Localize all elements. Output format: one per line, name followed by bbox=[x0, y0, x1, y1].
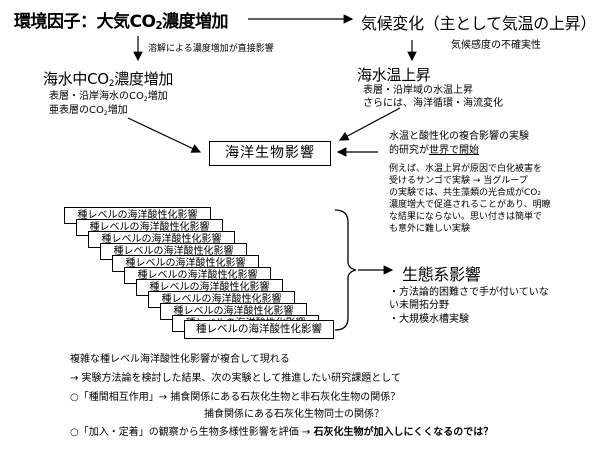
bottom-line2: → 実験方法論を検討した結果、次の実験として推進したい研究課題として bbox=[70, 373, 401, 384]
example-note-line: 例えば、水温上昇が原因で白化被害を bbox=[389, 164, 543, 174]
sea-temp-line2: さらには、海洋循環・海流変化 bbox=[363, 98, 503, 109]
example-note-line: な結果にならない。思い付きは簡単で bbox=[389, 212, 543, 222]
example-note-line: 受けるサンゴで実験 → 当グループ bbox=[389, 176, 528, 186]
example-note-line: も意外に難しい実験 bbox=[389, 224, 471, 234]
climate-change-title: 気候変化（主として気温の上昇） bbox=[361, 14, 597, 33]
arrow-right-to-center bbox=[338, 107, 401, 141]
ecosystem-line1: ・方法論的困難さで手が付いていな bbox=[389, 287, 549, 298]
example-note: 例えば、水温上昇が原因で白化被害を 受けるサンゴで実験 → 当グループ の実験で… bbox=[389, 163, 551, 235]
sea-temp-line1: 表層・沿岸域の水温上昇 bbox=[363, 85, 473, 96]
ecosystem-line3: ・大規模水槽実験 bbox=[389, 314, 469, 325]
bottom-line5: ○「加入・定着」の観察から生物多様性影響を評価 → 石灰化生物が加入しにくくなる… bbox=[70, 427, 494, 438]
bottom-line4: 捕食関係にある石灰化生物同士の関係？ bbox=[204, 409, 384, 420]
seawater-co2-title: 海水中CO2濃度増加 bbox=[43, 70, 174, 89]
ecosystem-line2: い未開拓分野 bbox=[389, 300, 449, 311]
curly-brace bbox=[334, 209, 357, 331]
dissolution-note: 溶解による濃度増加が直接影響 bbox=[148, 44, 274, 54]
species-impact-card: 種レベルの海洋酸性化影響 bbox=[184, 320, 334, 339]
ecosystem-title: 生態系影響 bbox=[402, 265, 481, 284]
bottom-line3: ○「種間相互作用」→ 捕食関係にある石灰化生物と非石灰化生物の関係？ bbox=[70, 392, 401, 403]
arrow-left-to-center bbox=[127, 117, 202, 153]
climate-sensitivity-note: 気候感度の不確実性 bbox=[451, 40, 541, 51]
marine-bio-impact-box: 海洋生物影響 bbox=[209, 141, 331, 166]
research-note-line2: 的研究が世界で開始 bbox=[389, 145, 479, 156]
env-factor-title: 環境因子：大気CO2濃度増加 bbox=[14, 12, 229, 32]
bottom-line1: 複雑な種レベル海洋酸性化影響が複合して現れる bbox=[70, 354, 290, 365]
seawater-co2-line1: 表層・沿岸海水のCO2増加 bbox=[49, 91, 168, 103]
example-note-line: の実験では、共生藻類の光合成がCO₂ bbox=[389, 188, 541, 198]
example-note-line: 濃度増大で促進されることがあり、明瞭 bbox=[389, 200, 551, 210]
seawater-co2-line2: 亜表層のCO2増加 bbox=[49, 105, 128, 117]
research-note-line1: 水温と酸性化の複合影響の実験 bbox=[389, 131, 529, 142]
sea-temp-title: 海水温上昇 bbox=[357, 66, 431, 84]
